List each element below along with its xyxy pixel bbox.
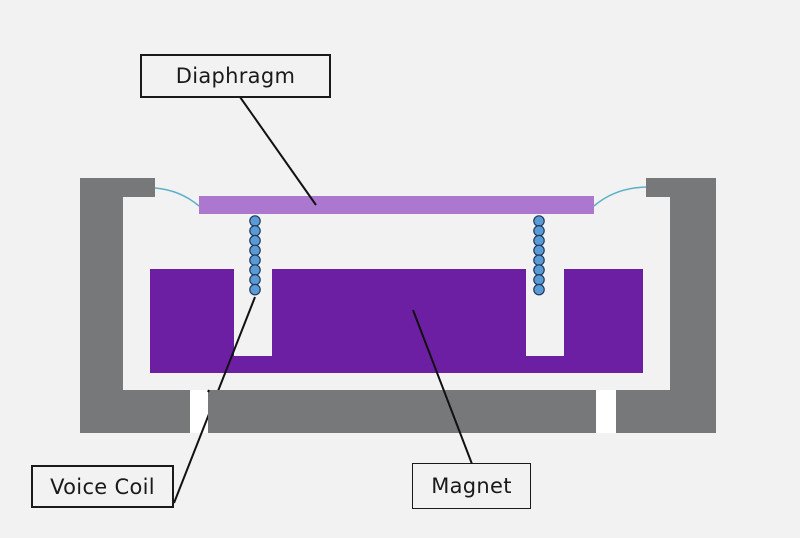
coil-turn (533, 225, 545, 237)
coil-turn (533, 283, 545, 296)
vent-right (596, 390, 616, 433)
coil-turn (249, 234, 261, 247)
magnet-label: Magnet (412, 463, 531, 509)
voice-coil-label: Voice Coil (31, 465, 174, 508)
coil-turn (249, 283, 261, 296)
coil-turn (249, 264, 261, 276)
leader-magnet (412, 309, 473, 465)
voice-coil-left (249, 215, 261, 296)
coil-turn (533, 264, 545, 276)
coil-turn (533, 273, 545, 286)
frame-right-wall (616, 178, 716, 433)
leader-diaphragm (239, 96, 317, 206)
surround-right (593, 186, 647, 207)
magnet-body (150, 269, 643, 373)
coil-turn (249, 225, 261, 237)
voice-coil-label-text: Voice Coil (50, 474, 155, 499)
diaphragm (199, 196, 594, 214)
magnet-label-text: Magnet (431, 474, 512, 498)
leader-voice-coil-visible (207, 389, 210, 393)
magnet-slot-right (526, 269, 564, 356)
coil-turn (249, 273, 261, 286)
coil-turn (249, 244, 261, 257)
coil-turn (533, 234, 545, 247)
frame-bottom-plate (208, 390, 596, 433)
diaphragm-label: Diaphragm (140, 54, 331, 98)
voice-coil-right (533, 215, 545, 296)
diaphragm-label-text: Diaphragm (175, 64, 296, 88)
coil-turn (533, 254, 545, 267)
frame-left-wall (80, 178, 190, 433)
coil-turn (533, 244, 545, 257)
vent-left (190, 390, 208, 433)
frame-bottom-plate-overlay (208, 390, 226, 433)
frame (80, 178, 716, 433)
coil-turn (533, 215, 545, 227)
coil-turn (249, 254, 261, 267)
coil-turn (249, 215, 261, 227)
surround-left (154, 187, 200, 207)
